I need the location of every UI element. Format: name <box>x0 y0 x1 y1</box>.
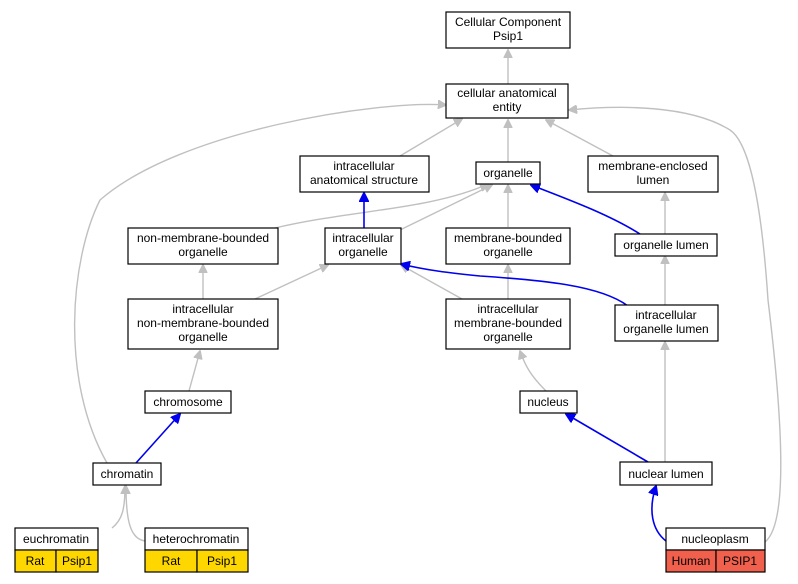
node-euchromatin[interactable]: euchromatin Rat Psip1 <box>14 527 99 573</box>
edge-chromatin-cae <box>73 104 446 464</box>
edge-nl-nucleus <box>566 414 649 463</box>
node-organelle[interactable]: organelle <box>475 161 541 185</box>
node-label: membrane-bounded <box>454 231 562 245</box>
node-label: membrane-enclosed <box>598 159 707 173</box>
node-label: Psip1 <box>493 29 523 43</box>
annotation-species-label: Human <box>672 554 711 568</box>
edge-chromosome-inmbo <box>188 351 200 392</box>
annotation-gene-label: PSIP1 <box>723 554 757 568</box>
node-cellular-anatomical-entity[interactable]: cellular anatomical entity <box>445 83 569 119</box>
node-heterochromatin[interactable]: heterochromatin Rat Psip1 <box>144 527 249 573</box>
edge-heterochromatin-chromatin <box>126 486 147 542</box>
node-label: intracellular <box>332 231 393 245</box>
edge-mel-cae <box>546 120 614 157</box>
node-intracellular-membrane-bounded-organelle[interactable]: intracellular membrane-bounded organelle <box>445 298 571 350</box>
node-label: Cellular Component <box>455 15 562 29</box>
node-label: nuclear lumen <box>628 467 703 481</box>
node-label: organelle <box>483 245 533 259</box>
edge-nmbo-organelle <box>274 184 488 229</box>
node-membrane-enclosed-lumen[interactable]: membrane-enclosed lumen <box>587 155 719 193</box>
edge-imbo-io <box>401 265 463 300</box>
annotation-gene-label: Psip1 <box>62 554 92 568</box>
node-label: cellular anatomical <box>457 86 556 100</box>
node-nucleoplasm[interactable]: nucleoplasm Human PSIP1 <box>665 527 766 573</box>
node-label: organelle <box>178 245 228 259</box>
node-intracellular-anatomical-structure[interactable]: intracellular anatomical structure <box>299 155 430 193</box>
edge-io-organelle <box>399 185 492 231</box>
node-label: heterochromatin <box>153 532 240 546</box>
node-label: intracellular <box>172 302 233 316</box>
edges <box>73 50 782 543</box>
annotation-cell-gene <box>55 549 99 573</box>
node-label: intracellular <box>635 308 696 322</box>
edge-nucleoplasm-nl <box>652 486 667 542</box>
edge-inmbo-io <box>254 265 328 300</box>
edge-chromatin-chromosome <box>135 414 180 464</box>
edge-iol-io <box>401 264 629 307</box>
node-nuclear-lumen[interactable]: nuclear lumen <box>619 461 713 486</box>
node-label: entity <box>493 100 522 114</box>
node-membrane-bounded-organelle[interactable]: membrane-bounded organelle <box>445 227 571 265</box>
node-label: lumen <box>637 173 670 187</box>
node-intracellular-organelle[interactable]: intracellular organelle <box>324 227 402 265</box>
node-label: non-membrane-bounded <box>137 231 269 245</box>
node-chromatin[interactable]: chromatin <box>92 462 162 486</box>
node-label: chromatin <box>101 467 154 481</box>
node-label: nucleus <box>527 395 568 409</box>
edge-ias-cae <box>399 119 462 157</box>
edge-nucleoplasm-cae <box>569 107 782 543</box>
node-label: organelle <box>338 245 388 259</box>
node-intracellular-non-membrane-bounded-organelle[interactable]: intracellular non-membrane-bounded organ… <box>127 298 279 350</box>
node-label: organelle <box>483 166 533 180</box>
node-label: membrane-bounded <box>454 316 562 330</box>
node-label: organelle <box>483 330 533 344</box>
nodes: Cellular Component Psip1 cellular anatom… <box>14 11 766 573</box>
node-label: anatomical structure <box>310 173 418 187</box>
node-label: organelle lumen <box>623 238 708 252</box>
node-non-membrane-bounded-organelle[interactable]: non-membrane-bounded organelle <box>127 227 279 265</box>
annotation-cell-gene <box>715 549 766 573</box>
node-label: organelle lumen <box>623 322 708 336</box>
node-organelle-lumen[interactable]: organelle lumen <box>614 233 718 257</box>
node-label: organelle <box>178 330 228 344</box>
node-label: euchromatin <box>23 532 89 546</box>
node-label: chromosome <box>153 395 223 409</box>
annotation-cell-gene <box>196 549 249 573</box>
annotation-gene-label: Psip1 <box>207 554 237 568</box>
edge-ol-organelle <box>531 185 641 235</box>
node-intracellular-organelle-lumen[interactable]: intracellular organelle lumen <box>614 304 719 342</box>
node-label: intracellular <box>477 302 538 316</box>
edge-euchromatin-chromatin <box>111 486 125 529</box>
node-label: nucleoplasm <box>681 532 748 546</box>
annotation-species-label: Rat <box>26 554 45 568</box>
annotation-species-label: Rat <box>162 554 181 568</box>
node-chromosome[interactable]: chromosome <box>144 390 232 414</box>
node-label: non-membrane-bounded <box>137 316 269 330</box>
node-label: intracellular <box>333 159 394 173</box>
node-nucleus[interactable]: nucleus <box>519 390 578 414</box>
edge-nucleus-imbo <box>520 351 547 392</box>
node-cellular-component-psip1[interactable]: Cellular Component Psip1 <box>445 11 571 49</box>
